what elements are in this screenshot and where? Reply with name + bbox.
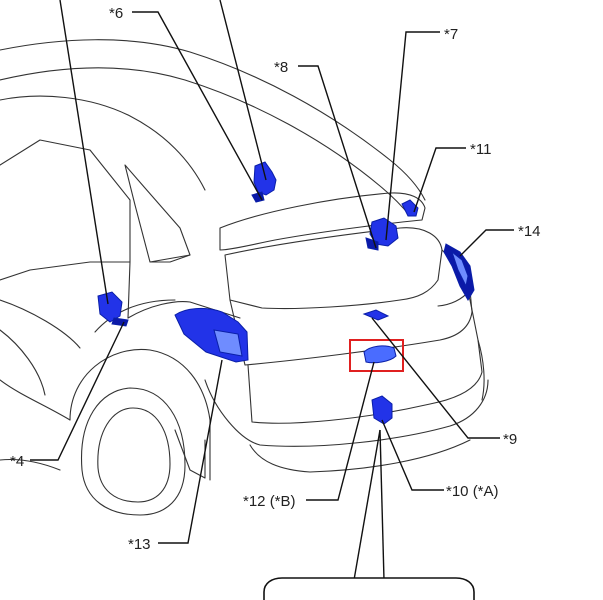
roof-rail xyxy=(0,95,206,191)
part-8-motor xyxy=(369,217,399,247)
mud-flap xyxy=(174,429,206,479)
part-13-lens xyxy=(213,329,243,357)
callout-14: *14 xyxy=(518,223,541,240)
roof-line xyxy=(0,39,426,201)
callout-10: *10 (*A) xyxy=(446,483,499,500)
part-4-rod xyxy=(111,317,129,327)
c-pillar xyxy=(127,254,191,319)
callout-4: *4 xyxy=(10,453,24,470)
part-9-handle xyxy=(362,309,390,321)
vehicle-outline xyxy=(0,39,489,516)
callout-13: *13 xyxy=(128,536,151,553)
rear-side-window xyxy=(124,164,191,263)
leader-to-box-left xyxy=(353,429,381,581)
callout-7: *7 xyxy=(444,26,458,43)
bumper-lower xyxy=(249,439,471,473)
rear-window xyxy=(224,227,443,310)
part-12-camera xyxy=(363,345,397,364)
callout-9: *9 xyxy=(503,431,517,448)
part-10-connector xyxy=(371,395,393,425)
leader-12 xyxy=(306,361,375,501)
leader-14 xyxy=(459,229,514,257)
tailgate xyxy=(229,289,473,366)
tire-inner xyxy=(97,407,171,503)
door-line xyxy=(0,299,81,396)
wheel-arch xyxy=(69,348,211,481)
rear-spoiler xyxy=(219,192,426,251)
leader-9 xyxy=(371,317,500,439)
leader-8 xyxy=(298,65,377,249)
tailgate-lower xyxy=(247,339,483,424)
callout-8: *8 xyxy=(274,59,288,76)
callout-11: *11 xyxy=(470,141,491,158)
callout-6: *6 xyxy=(109,5,123,22)
part-12-highlight-box xyxy=(349,339,404,372)
leader-10 xyxy=(381,419,444,491)
leader-4 xyxy=(30,321,125,461)
leader-to-box-right xyxy=(379,429,385,581)
detail-box xyxy=(263,577,475,600)
callout-12: *12 (*B) xyxy=(243,493,296,510)
leader-lines xyxy=(30,0,514,581)
tire-outer xyxy=(80,387,186,516)
leader-13 xyxy=(158,359,223,544)
leader-top-left xyxy=(59,0,109,305)
leader-6 xyxy=(132,11,263,201)
rear-bumper xyxy=(204,379,489,447)
leader-11 xyxy=(413,147,466,213)
lower-body xyxy=(0,379,71,471)
rear-door-window xyxy=(0,139,131,281)
quarter-panel xyxy=(94,299,241,333)
leader-top-center xyxy=(219,0,267,181)
part-4-actuator xyxy=(97,291,123,323)
leader-7 xyxy=(385,31,440,241)
callout-labels: *6 *7 *8 *11 *14 *4 *9 *10 (*A) *12 (*B)… xyxy=(10,5,541,553)
roof-line-inner xyxy=(0,67,411,217)
part-14-lens xyxy=(450,250,469,288)
